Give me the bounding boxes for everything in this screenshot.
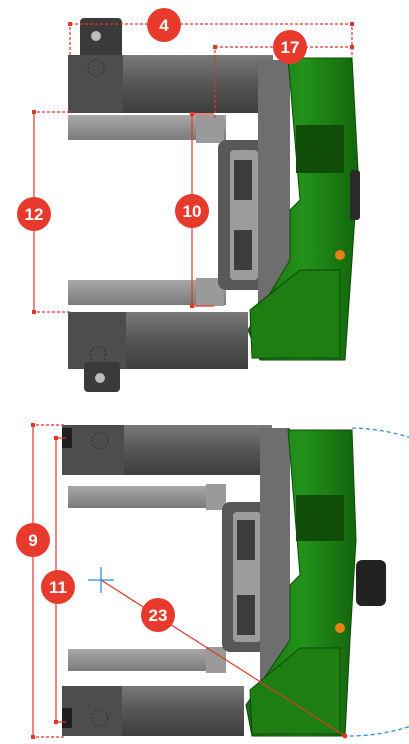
bottom-lower-fork-tip bbox=[206, 647, 226, 673]
upper-fork-tip bbox=[196, 115, 224, 143]
bottom-view-machine bbox=[62, 425, 386, 737]
bottom-green-vent-grille bbox=[296, 495, 344, 541]
bottom-orange-knob-icon bbox=[335, 623, 345, 633]
badge-4: 4 bbox=[147, 8, 181, 42]
badge-10-label: 10 bbox=[183, 202, 202, 221]
badge-12-label: 12 bbox=[25, 205, 44, 224]
orange-knob-icon bbox=[335, 250, 345, 260]
bottom-upper-cap bbox=[62, 428, 72, 448]
lower-frame-end bbox=[68, 312, 126, 369]
bottom-carriage-slot-2 bbox=[237, 595, 255, 635]
bottom-upper-bolt-circle-icon bbox=[91, 432, 109, 450]
bottom-upper-fork-tip bbox=[206, 484, 226, 510]
bottom-lower-bolt-circle-icon bbox=[91, 709, 109, 727]
bottom-dimension-endpoints bbox=[31, 423, 348, 739]
green-lower-panel bbox=[249, 269, 341, 359]
bottom-upper-fork bbox=[68, 486, 226, 508]
carriage-slot-1 bbox=[234, 160, 252, 200]
bottom-upper-frame-end bbox=[62, 425, 124, 475]
badge-17: 17 bbox=[273, 30, 307, 64]
bottom-lower-cap bbox=[62, 708, 72, 728]
badge-4-label: 4 bbox=[159, 16, 169, 35]
badge-10: 10 bbox=[175, 194, 209, 228]
badge-17-label: 17 bbox=[281, 38, 300, 57]
green-vent-grille bbox=[296, 125, 344, 173]
pivot-circle-icon bbox=[91, 31, 101, 41]
badge-12: 12 bbox=[17, 197, 51, 231]
top-dimension-endpoints bbox=[32, 22, 354, 314]
steering-handle bbox=[356, 560, 386, 606]
bottom-green-lower-panel bbox=[249, 647, 341, 735]
lower-pivot-circle-icon bbox=[95, 373, 105, 383]
badge-11-label: 11 bbox=[49, 578, 67, 597]
upper-frame-end bbox=[68, 55, 123, 113]
carriage-slot-2 bbox=[234, 230, 252, 270]
top-mount-block bbox=[80, 18, 122, 58]
badge-9: 9 bbox=[16, 523, 50, 557]
top-view-machine bbox=[68, 18, 360, 392]
badge-23-label: 23 bbox=[149, 606, 168, 625]
dim-23-line bbox=[100, 579, 346, 737]
badge-23: 23 bbox=[141, 598, 175, 632]
badge-9-label: 9 bbox=[28, 531, 37, 550]
bottom-lower-fork bbox=[68, 649, 226, 671]
badge-11: 11 bbox=[41, 570, 75, 604]
side-handle bbox=[350, 170, 360, 220]
bottom-carriage-slot-1 bbox=[237, 520, 255, 560]
upper-bolt-circle-icon bbox=[87, 59, 105, 77]
